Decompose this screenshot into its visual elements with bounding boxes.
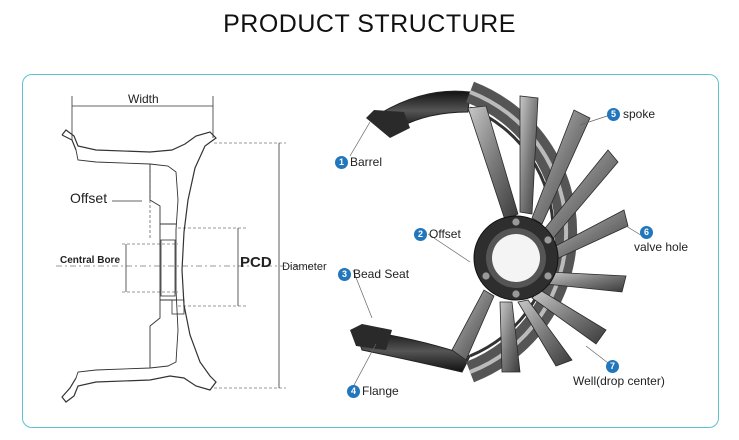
page-title: PRODUCT STRUCTURE (223, 10, 516, 38)
offset-label: Offset (70, 190, 108, 206)
diameter-label: Diameter (282, 261, 327, 273)
badge-valve-hole: 6 (640, 226, 653, 239)
badge-offset: 2 (414, 228, 427, 241)
badge-flange: 4 (347, 385, 360, 398)
badge-barrel: 1 (335, 156, 348, 169)
cross-section-drawing (56, 96, 310, 403)
spoke-label: spoke (623, 107, 656, 121)
central-bore-label: Central Bore (60, 255, 121, 266)
offset-part-label: Offset (429, 227, 461, 241)
wheel-illustration (349, 81, 645, 388)
badge-bead-seat: 3 (338, 268, 351, 281)
barrel-label: Barrel (350, 155, 383, 169)
flange-label: Flange (362, 384, 399, 398)
badge-spoke: 5 (607, 108, 620, 121)
badge-well: 7 (606, 360, 619, 373)
bead-seat-label: Bead Seat (353, 267, 410, 281)
pcd-label: PCD (240, 254, 272, 271)
well-label: Well(drop center) (573, 374, 665, 388)
diagram-frame (22, 74, 719, 428)
width-label: Width (128, 92, 159, 106)
valve-hole-label: valve hole (634, 240, 689, 254)
